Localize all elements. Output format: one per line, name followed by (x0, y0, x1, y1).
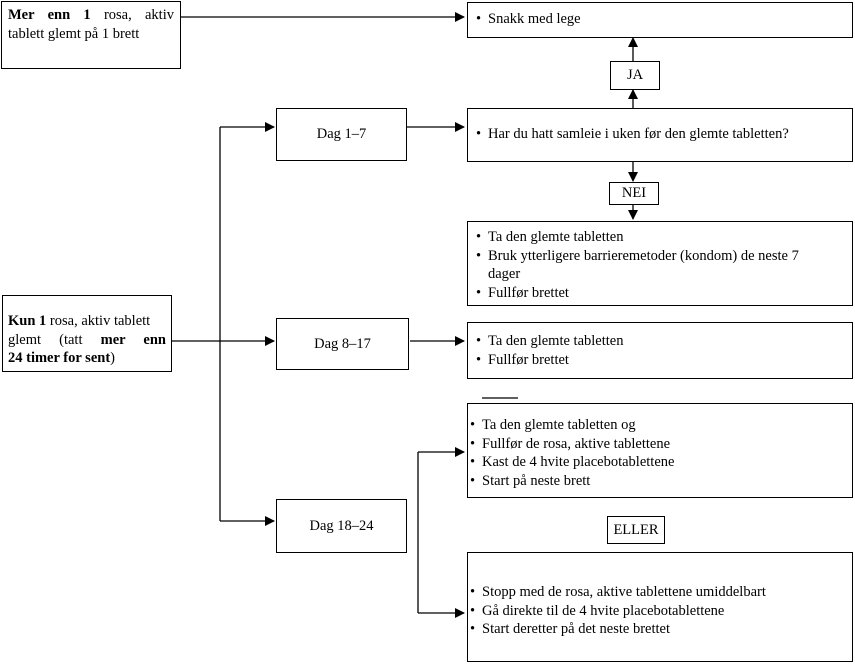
list-item: Ta den glemte tabletten (472, 228, 848, 247)
option-2-box: Stopp med de rosa, aktive tablettene umi… (467, 552, 853, 662)
list-item: Stopp med de rosa, aktive tablettene umi… (470, 583, 848, 602)
talk-to-doctor-box: Snakk med lege (467, 2, 853, 38)
list-item: Start deretter på det neste brettet (470, 620, 848, 639)
list-item: Bruk ytterligere barrieremetoder (kondom… (472, 247, 848, 284)
day-1-7-box: Dag 1–7 (276, 108, 407, 161)
more-than-one-missed-box: Mer enn 1 rosa, aktiv tablett glemt på 1… (1, 1, 181, 69)
no-label: NEI (609, 182, 659, 205)
list-item: Start på neste brett (470, 472, 848, 491)
list-item: Fullfør brettet (472, 351, 848, 370)
list-item: Ta den glemte tabletten (472, 332, 848, 351)
list-item: Fullfør brettet (472, 284, 848, 303)
list-item: Ta den glemte tabletten og (470, 416, 848, 435)
option-1-box: Ta den glemte tabletten og Fullfør de ro… (467, 403, 853, 498)
day-8-17-actions-box: Ta den glemte tabletten Fullfør brettet (467, 322, 853, 379)
day-8-17-box: Dag 8–17 (276, 318, 409, 370)
list-item: Fullfør de rosa, aktive tablettene (470, 435, 848, 454)
list-item: Snakk med lege (472, 10, 848, 29)
day-18-24-box: Dag 18–24 (276, 499, 407, 553)
list-item: Gå direkte til de 4 hvite placebotablett… (470, 602, 848, 621)
only-one-missed-box: Kun 1 rosa, aktiv tablett glemt (tatt me… (2, 295, 172, 372)
intercourse-question-box: Har du hatt samleie i uken før den glemt… (467, 108, 853, 162)
yes-label: JA (610, 61, 660, 90)
list-item: Har du hatt samleie i uken før den glemt… (472, 125, 848, 144)
or-label: ELLER (607, 516, 665, 544)
doctor-list: Snakk med lege (472, 10, 848, 29)
list-item: Kast de 4 hvite placebotablettene (470, 453, 848, 472)
no-intercourse-actions-box: Ta den glemte tabletten Bruk ytterligere… (467, 221, 853, 306)
